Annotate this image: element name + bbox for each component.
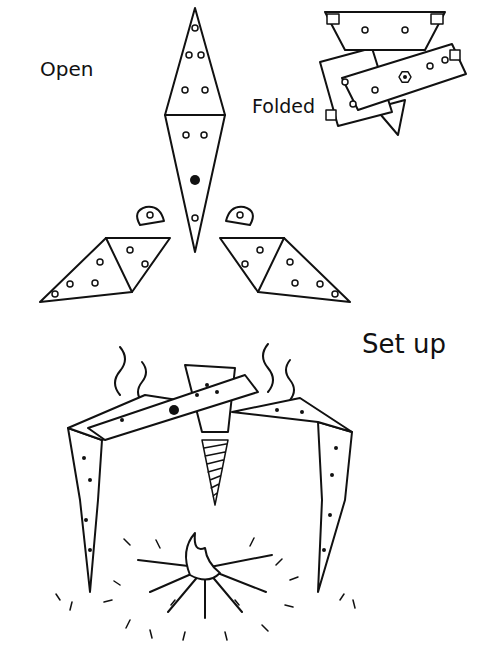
bolt-hole (403, 75, 407, 79)
set-up-stove (56, 344, 355, 640)
bolt-nut (399, 72, 411, 82)
leg-left (68, 428, 102, 592)
open-hinges (40, 8, 350, 302)
hinge-left (40, 238, 170, 302)
top-plate (88, 375, 258, 440)
flame (186, 533, 220, 580)
holes (82, 383, 338, 552)
folded-hinges (320, 12, 466, 135)
hinge-line (165, 114, 225, 116)
bolt-hole (169, 405, 179, 415)
screw-holes (52, 25, 338, 297)
view-label: Set up (362, 330, 446, 359)
hinge-leaf (342, 44, 466, 110)
view-label: Open (40, 58, 93, 80)
hinge-leaf (325, 12, 445, 50)
hinge-corner (326, 14, 460, 120)
hinge-line (258, 238, 284, 292)
hinge-right (220, 238, 350, 302)
view-label: Folded (252, 96, 315, 117)
screw-holes (342, 27, 448, 107)
shading-hatch (202, 440, 228, 505)
arm-right (232, 398, 352, 432)
hinge-line (106, 238, 132, 292)
sparks-grass (56, 538, 355, 640)
bolt-hole (190, 175, 200, 185)
